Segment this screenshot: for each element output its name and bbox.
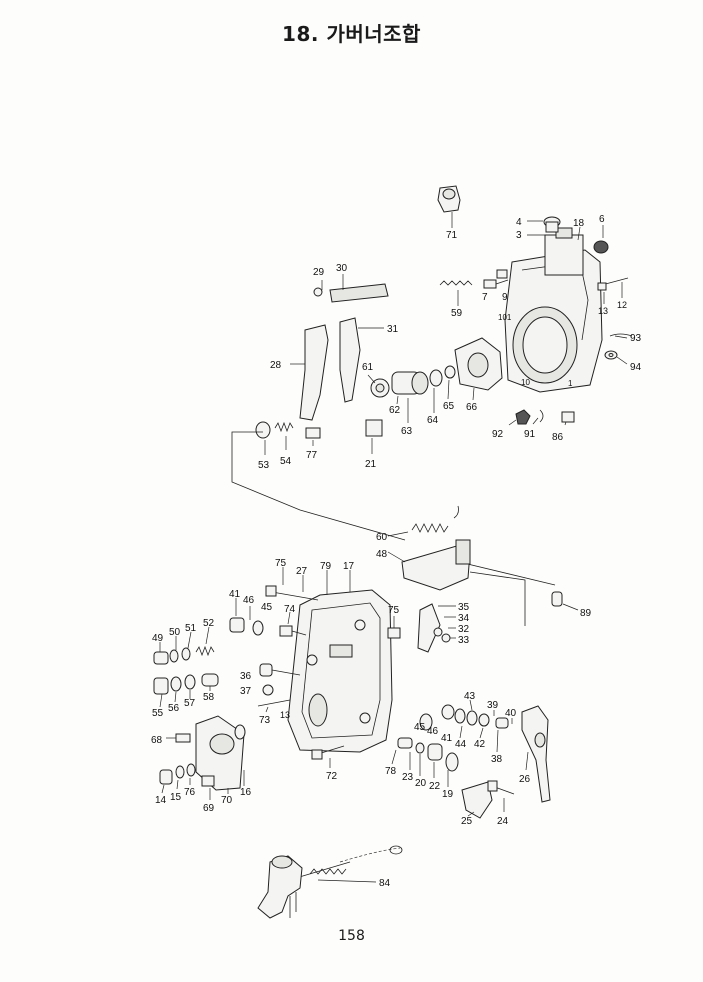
cable-bracket [257,855,303,919]
part-label-29: 29 [313,267,325,278]
part-label-52: 52 [203,618,215,629]
governor-housing [504,227,609,393]
part-label-15: 15 [170,792,182,803]
part-label-7: 7 [482,292,488,303]
part-label-45-right: 45 [414,722,426,733]
part-label-27: 27 [296,566,308,577]
part-label-49: 49 [152,633,164,644]
part-label-65: 65 [443,401,455,412]
part-label-32: 32 [458,624,470,635]
part-label-60: 60 [376,532,388,543]
part-label-55: 55 [152,708,164,719]
part-label-30: 30 [336,263,348,274]
cap-part [437,185,461,213]
part-label-17: 17 [343,561,355,572]
part-label-46-left: 46 [243,595,255,606]
part-label-91: 91 [524,429,536,440]
lever-part [401,539,471,591]
part-label-37: 37 [240,686,252,697]
part-label-51: 51 [185,623,197,634]
part-label-72: 72 [326,771,338,782]
part-label-40: 40 [505,708,517,719]
part-label-28: 28 [270,360,282,371]
part-label-75-right: 75 [388,605,400,616]
part-label-4: 4 [516,217,522,228]
part-label-48: 48 [376,549,388,560]
part-label-34: 34 [458,613,470,624]
main-housing [287,589,393,753]
part-label-89: 89 [580,608,592,619]
control-lever [521,705,551,803]
part-label-24: 24 [497,816,509,827]
part-label-54: 54 [280,456,292,467]
part-label-16: 16 [240,787,252,798]
part-label-58: 58 [203,692,215,703]
part-label-61: 61 [362,362,374,373]
part-label-94: 94 [630,362,642,373]
part-label-1: 1 [568,379,573,388]
part-label-21: 21 [365,459,377,470]
part-label-41-left: 41 [229,589,241,600]
part-label-74: 74 [284,604,296,615]
flyweight-part [454,337,503,391]
part-label-43: 43 [464,691,476,702]
part-label-46-right: 46 [427,726,439,737]
tension-lever [299,283,389,437]
part-label-35: 35 [458,602,470,613]
part-label-62: 62 [389,405,401,416]
part-label-69: 69 [203,803,215,814]
part-label-66: 66 [466,402,478,413]
part-label-19: 19 [442,789,454,800]
part-label-12: 12 [617,300,627,310]
part-label-86: 86 [552,432,564,443]
part-label-77: 77 [306,450,318,461]
part-label-68: 68 [151,735,163,746]
part-label-73: 73 [259,715,271,726]
part-label-41-right: 41 [441,733,453,744]
part-label-3: 3 [516,230,522,241]
part-label-33: 33 [458,635,470,646]
part-label-10: 10 [521,378,530,387]
part-label-50: 50 [169,627,181,638]
part-label-63: 63 [401,426,413,437]
part-label-26: 26 [519,774,531,785]
part-label-78: 78 [385,766,397,777]
part-label-59: 59 [451,308,463,319]
part-label-56: 56 [168,703,180,714]
part-label-36: 36 [240,671,252,682]
part-label-45-left: 45 [261,602,273,613]
part-label-64: 64 [427,415,439,426]
part-label-13-upper: 13 [598,306,608,316]
part-label-6: 6 [599,214,605,225]
part-label-13-lower: 13 [280,710,290,720]
page-number: 158 [338,928,365,944]
page-title: 18. 가버너조합 [282,22,421,46]
part-label-38: 38 [491,754,503,765]
part-label-93: 93 [630,333,642,344]
part-label-20: 20 [415,778,427,789]
part-label-31: 31 [387,324,399,335]
part-label-39: 39 [487,700,499,711]
part-label-23: 23 [402,772,414,783]
part-label-22: 22 [429,781,441,792]
part-label-75-top: 75 [275,558,287,569]
part-label-84: 84 [379,878,391,889]
part-label-53: 53 [258,460,270,471]
cover-plate [195,715,246,791]
part-label-57: 57 [184,698,196,709]
part-label-92: 92 [492,429,504,440]
part-label-71: 71 [446,230,458,241]
part-label-101: 101 [498,313,512,322]
part-label-79: 79 [320,561,332,572]
part-label-44: 44 [455,739,467,750]
part-label-42: 42 [474,739,486,750]
part-label-18: 18 [573,218,585,229]
part-label-76: 76 [184,787,196,798]
part-label-9: 9 [502,292,508,303]
part-label-25: 25 [461,816,473,827]
part-label-70: 70 [221,795,233,806]
part-label-14: 14 [155,795,167,806]
